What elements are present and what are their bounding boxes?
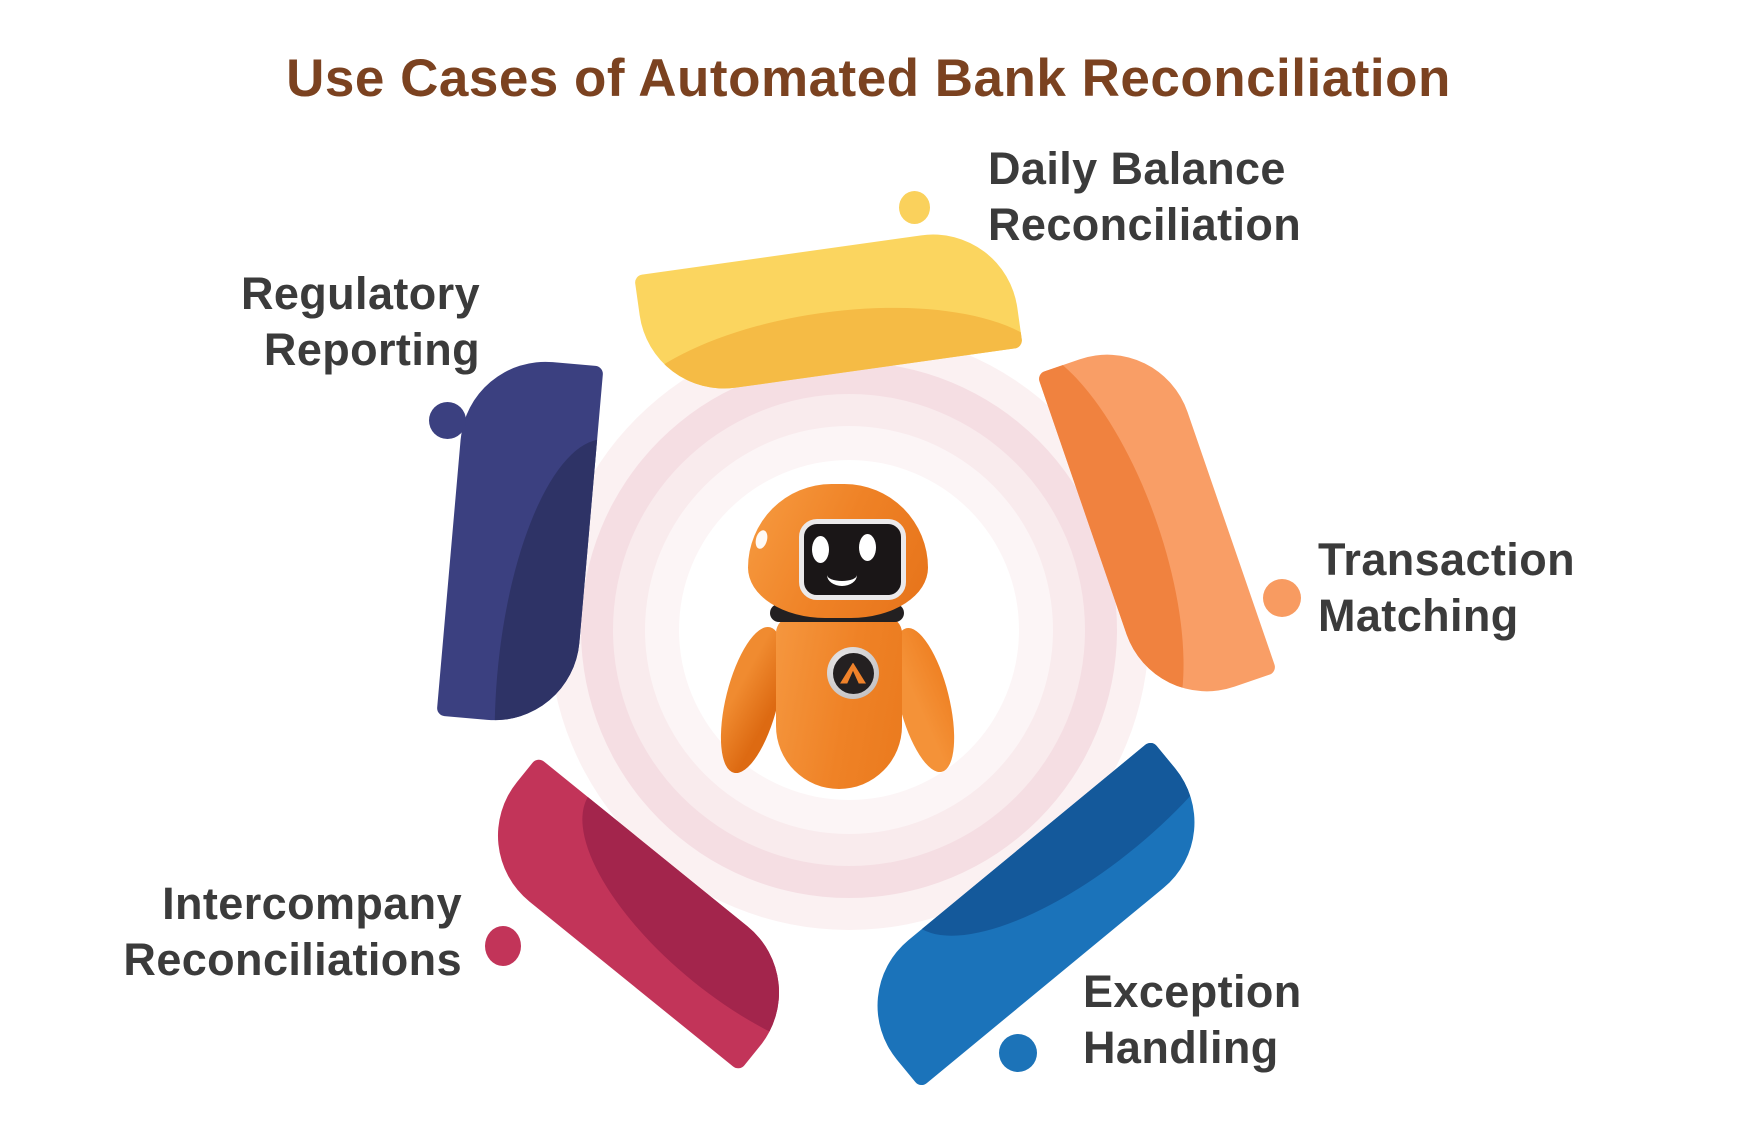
label-regulatory-reporting: Regulatory Reporting — [80, 266, 480, 378]
label-line: Reconciliation — [988, 199, 1302, 250]
dot-transaction — [1263, 579, 1301, 617]
robot-chest-badge-inner — [832, 652, 874, 694]
label-transaction-matching: Transaction Matching — [1318, 532, 1575, 644]
robot-eye-right — [859, 534, 876, 561]
dot-regulatory — [429, 402, 466, 439]
label-daily-balance-reconciliation: Daily Balance Reconciliation — [988, 141, 1301, 253]
label-exception-handling: Exception Handling — [1083, 964, 1302, 1076]
label-line: Transaction — [1318, 534, 1575, 585]
robot-chest-badge — [827, 647, 879, 699]
label-line: Exception — [1083, 966, 1302, 1017]
page-title: Use Cases of Automated Bank Reconciliati… — [286, 49, 1451, 108]
robot-eye-left — [812, 536, 829, 563]
label-line: Intercompany — [162, 878, 462, 929]
robot-smile — [827, 564, 857, 586]
label-line: Reporting — [263, 324, 480, 375]
label-line: Handling — [1083, 1022, 1279, 1073]
dot-intercompany — [485, 926, 521, 966]
label-line: Regulatory — [240, 268, 480, 319]
dot-exception — [999, 1034, 1037, 1072]
label-line: Daily Balance — [988, 143, 1286, 194]
dot-daily-balance — [899, 191, 930, 224]
label-line: Reconciliations — [123, 934, 462, 985]
label-line: Matching — [1318, 590, 1519, 641]
robot-body — [776, 617, 902, 789]
label-intercompany-reconciliations: Intercompany Reconciliations — [62, 876, 462, 988]
arrow-up-icon — [840, 662, 866, 684]
